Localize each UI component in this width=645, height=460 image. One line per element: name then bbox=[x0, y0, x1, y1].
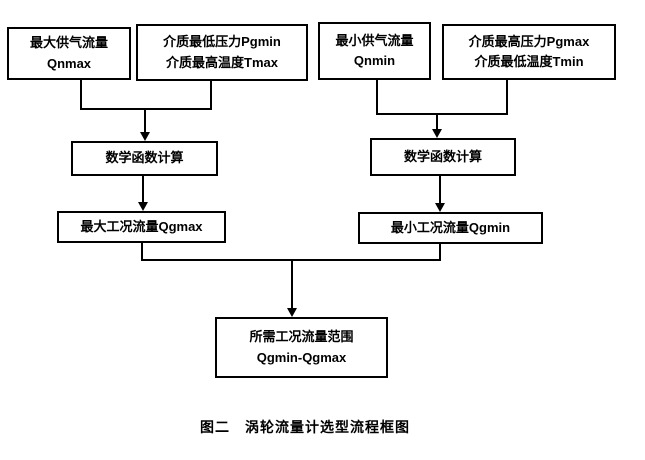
arrow-down-icon bbox=[138, 202, 148, 211]
node-max-pressure-min-temp: 介质最高压力Pgmax 介质最低温度Tmin bbox=[442, 24, 616, 80]
connector-line bbox=[141, 243, 143, 260]
node-label: 介质最高压力Pgmax bbox=[468, 33, 590, 49]
connector-line bbox=[142, 176, 144, 204]
arrow-down-icon bbox=[432, 129, 442, 138]
node-symbol: Qnmax bbox=[46, 55, 92, 71]
node-label: 最大工况流量Qgmax bbox=[80, 218, 203, 234]
arrow-down-icon bbox=[287, 308, 297, 317]
connector-line bbox=[439, 244, 441, 260]
node-required-flow-range: 所需工况流量范围 Qgmin-Qgmax bbox=[215, 317, 388, 378]
connector-line bbox=[506, 80, 508, 114]
node-label: 最小供气流量 bbox=[335, 32, 414, 48]
node-label: 介质最高温度Tmax bbox=[166, 54, 278, 70]
node-label: 介质最低压力Pgmin bbox=[163, 34, 281, 50]
connector-line bbox=[210, 81, 212, 109]
node-max-supply-flow: 最大供气流量 Qnmax bbox=[7, 27, 131, 80]
node-label: 数学函数计算 bbox=[403, 148, 482, 164]
connector-line bbox=[144, 108, 146, 133]
connector-line bbox=[291, 259, 293, 309]
node-min-supply-flow: 最小供气流量 Qnmin bbox=[318, 22, 431, 80]
arrow-down-icon bbox=[140, 132, 150, 141]
node-label: 最大供气流量 bbox=[29, 35, 108, 51]
node-min-working-flow: 最小工况流量Qgmin bbox=[358, 212, 543, 244]
node-symbol: Qgmin-Qgmax bbox=[256, 349, 347, 365]
connector-line bbox=[436, 113, 438, 130]
node-math-function-calc-left: 数学函数计算 bbox=[71, 141, 218, 176]
connector-line bbox=[80, 80, 82, 109]
connector-line bbox=[80, 108, 212, 110]
connector-line bbox=[376, 80, 378, 114]
connector-line bbox=[376, 113, 508, 115]
node-label: 所需工况流量范围 bbox=[249, 329, 354, 345]
node-min-pressure-max-temp: 介质最低压力Pgmin 介质最高温度Tmax bbox=[136, 24, 308, 81]
node-label: 数学函数计算 bbox=[105, 150, 184, 166]
node-max-working-flow: 最大工况流量Qgmax bbox=[57, 211, 226, 243]
figure-caption: 图二 涡轮流量计选型流程框图 bbox=[200, 419, 410, 435]
node-label: 介质最低温度Tmin bbox=[474, 54, 584, 69]
node-math-function-calc-right: 数学函数计算 bbox=[370, 138, 516, 176]
node-symbol: Qnmin bbox=[353, 53, 396, 68]
connector-line bbox=[439, 176, 441, 205]
node-label: 最小工况流量Qgmin bbox=[390, 219, 511, 235]
arrow-down-icon bbox=[435, 203, 445, 212]
